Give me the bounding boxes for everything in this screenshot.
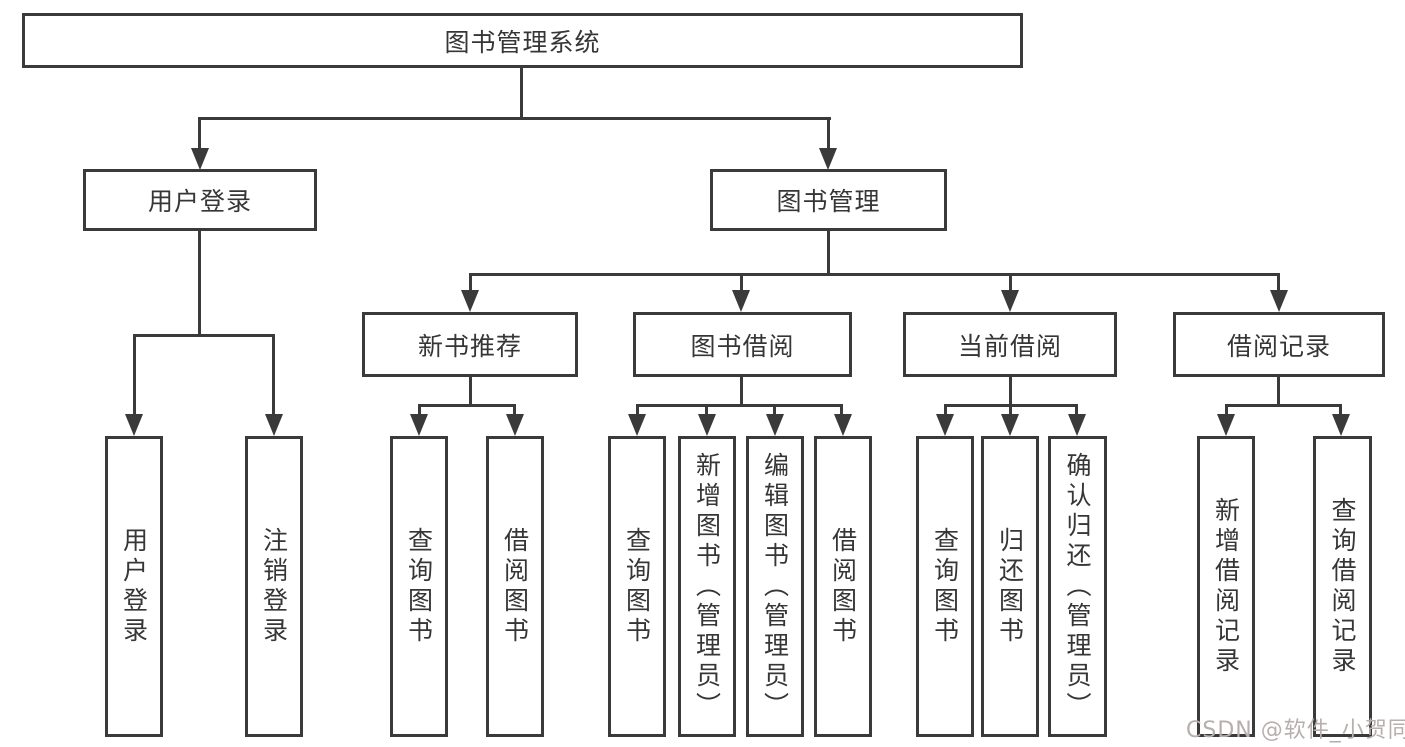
leaf-logout-label: 注销登录 (259, 526, 289, 647)
arrowhead-borrow-book-1 (506, 414, 524, 436)
arrowhead-borrowing-records (1270, 290, 1288, 312)
leaf-user-login: 用户登录 (105, 436, 163, 737)
arrowhead-logout (265, 414, 283, 436)
connector-stem-borrow-book-1 (513, 404, 516, 416)
connector-borrowing-records-bus (1225, 404, 1342, 407)
leaf-edit-book-admin-label: 编辑图书（管理员） (760, 451, 790, 722)
node-borrowing-records-label: 借阅记录 (1226, 331, 1331, 361)
node-new-book-recommend: 新书推荐 (362, 312, 578, 377)
leaf-query-borrow-record-label: 查询借阅记录 (1328, 496, 1357, 677)
leaf-borrow-book-borrowing-label: 借阅图书 (828, 526, 858, 647)
arrowhead-edit-book (766, 414, 784, 436)
leaf-return-book: 归还图书 (981, 436, 1039, 737)
node-book-borrowing-label: 图书借阅 (690, 331, 795, 361)
connector-borrowing-records-feeder (1277, 375, 1280, 407)
connector-user-login-bus (133, 334, 274, 337)
csdn-watermark: CSDN @软件_小贺同学 (1186, 718, 1405, 743)
node-current-borrowing: 当前借阅 (903, 312, 1117, 377)
node-borrowing-records: 借阅记录 (1173, 312, 1385, 377)
node-book-management-branch-label: 图书管理 (776, 187, 881, 216)
connector-root-feeder (520, 66, 523, 119)
connector-stem-confirm-return (1075, 404, 1078, 416)
arrowhead-book-management (819, 148, 837, 170)
connector-new-book-recommend-feeder (469, 375, 472, 407)
leaf-query-borrow-record: 查询借阅记录 (1313, 436, 1372, 737)
connector-stem-user-login (198, 117, 201, 151)
leaf-query-book-recommend-label: 查询图书 (404, 526, 434, 647)
connector-stem-query-book-2 (636, 404, 639, 416)
arrowhead-current-borrowing (1001, 290, 1019, 312)
connector-stem-add-record (1225, 404, 1228, 416)
connector-stem-borrow-book-2 (840, 404, 843, 416)
arrowhead-borrow-book-2 (834, 414, 852, 436)
leaf-add-book-admin-label: 新增图书（管理员） (692, 451, 722, 722)
leaf-user-login-label: 用户登录 (119, 526, 149, 647)
connector-stem-query-book-1 (418, 404, 421, 416)
leaf-borrow-book-recommend: 借阅图书 (486, 436, 544, 737)
connector-current-borrowing-feeder (1009, 375, 1012, 407)
leaf-confirm-return-admin-label: 确认归还（管理员） (1063, 451, 1092, 722)
connector-new-book-recommend-bus (418, 404, 516, 407)
connector-stem-return-book (1009, 404, 1012, 416)
connector-stem-logout (272, 334, 275, 416)
connector-level2-bus (198, 117, 831, 120)
arrowhead-new-book-recommend (461, 290, 479, 312)
arrowhead-add-book (698, 414, 716, 436)
leaf-return-book-label: 归还图书 (995, 526, 1025, 647)
connector-user-login-feeder (198, 229, 201, 337)
leaf-logout: 注销登录 (245, 436, 303, 737)
connector-stem-query-book-3 (944, 404, 947, 416)
connector-stem-book-management (827, 117, 830, 151)
connector-stem-current-borrowing (1009, 273, 1012, 293)
arrowhead-query-book-1 (410, 414, 428, 436)
arrowhead-confirm-return (1068, 414, 1086, 436)
arrowhead-query-book-3 (936, 414, 954, 436)
connector-stem-book-borrowing (740, 273, 743, 293)
node-root: 图书管理系统 (22, 13, 1023, 68)
connector-level3-bus (469, 273, 1280, 276)
arrowhead-book-borrowing (732, 290, 750, 312)
node-user-login-branch: 用户登录 (83, 169, 317, 231)
leaf-add-book-admin: 新增图书（管理员） (678, 436, 736, 737)
connector-stem-edit-book (773, 404, 776, 416)
arrowhead-query-book-2 (628, 414, 646, 436)
leaf-edit-book-admin: 编辑图书（管理员） (746, 436, 804, 737)
connector-book-borrowing-bus (636, 404, 843, 407)
arrowhead-return-book (1001, 414, 1019, 436)
node-root-label: 图书管理系统 (444, 27, 601, 57)
arrowhead-query-record (1332, 414, 1350, 436)
leaf-query-book-recommend: 查询图书 (390, 436, 448, 737)
connector-stem-query-record (1339, 404, 1342, 416)
leaf-query-book-current: 查询图书 (916, 436, 974, 737)
connector-stem-new-book-recommend (469, 273, 472, 293)
node-current-borrowing-label: 当前借阅 (957, 331, 1062, 361)
leaf-query-book-borrowing-label: 查询图书 (622, 526, 652, 647)
leaf-add-borrow-record-label: 新增借阅记录 (1211, 496, 1241, 677)
leaf-query-book-current-label: 查询图书 (930, 526, 960, 647)
node-book-borrowing: 图书借阅 (633, 312, 852, 377)
node-user-login-branch-label: 用户登录 (147, 187, 252, 216)
leaf-add-borrow-record: 新增借阅记录 (1197, 436, 1255, 737)
arrowhead-login (125, 414, 143, 436)
arrowhead-user-login (191, 148, 209, 170)
arrowhead-add-record (1217, 414, 1235, 436)
leaf-confirm-return-admin: 确认归还（管理员） (1048, 436, 1107, 737)
node-book-management-branch: 图书管理 (710, 169, 947, 231)
connector-book-borrowing-feeder (740, 375, 743, 407)
leaf-query-book-borrowing: 查询图书 (608, 436, 666, 737)
node-new-book-recommend-label: 新书推荐 (417, 331, 522, 361)
connector-stem-login (133, 334, 136, 416)
connector-book-management-feeder (827, 229, 830, 275)
connector-stem-add-book (705, 404, 708, 416)
leaf-borrow-book-borrowing: 借阅图书 (814, 436, 872, 737)
leaf-borrow-book-recommend-label: 借阅图书 (500, 526, 530, 647)
connector-stem-borrowing-records (1277, 273, 1280, 293)
